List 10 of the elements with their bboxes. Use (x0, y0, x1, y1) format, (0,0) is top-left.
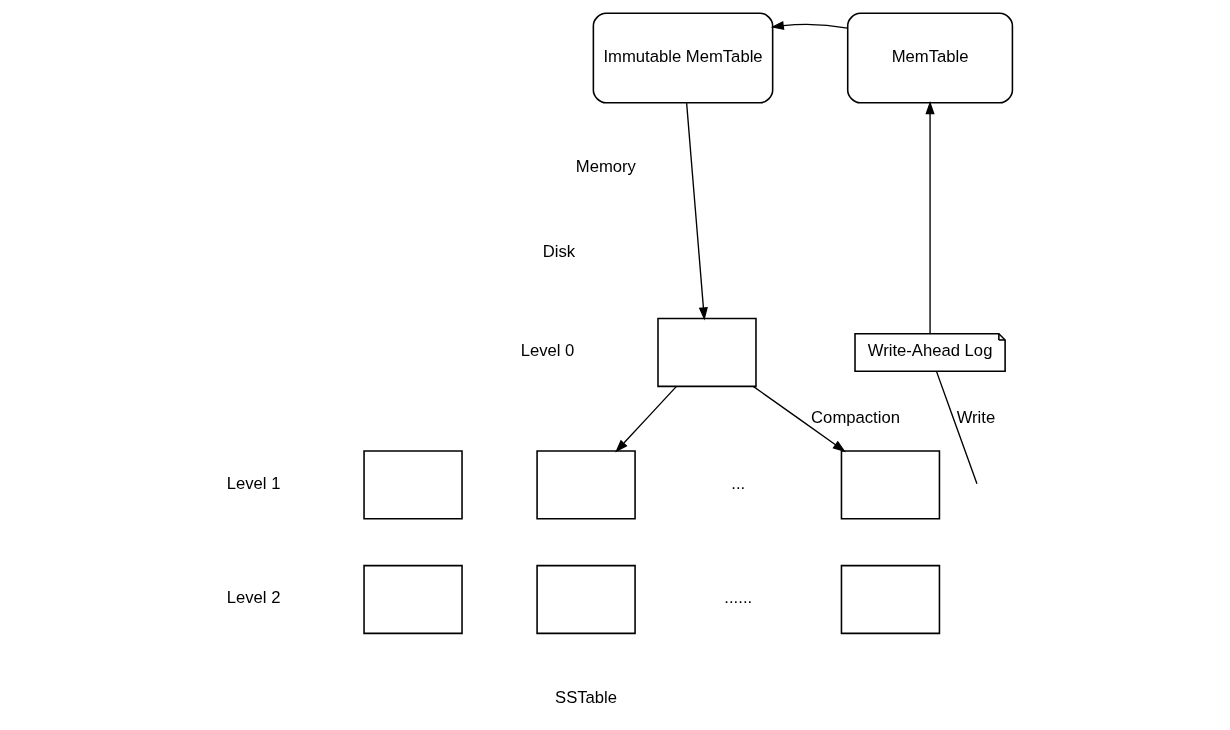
label: Level 1 (226, 473, 281, 493)
label: SSTable (555, 687, 618, 707)
edge-label: Write (956, 407, 996, 427)
label: Level 2 (226, 587, 281, 607)
label: Level 0 (520, 340, 575, 360)
edge-label: Compaction (811, 407, 900, 427)
label: ...... (724, 587, 753, 607)
label: Disk (542, 241, 576, 261)
label: Memory (575, 156, 636, 176)
label: ... (731, 473, 746, 493)
